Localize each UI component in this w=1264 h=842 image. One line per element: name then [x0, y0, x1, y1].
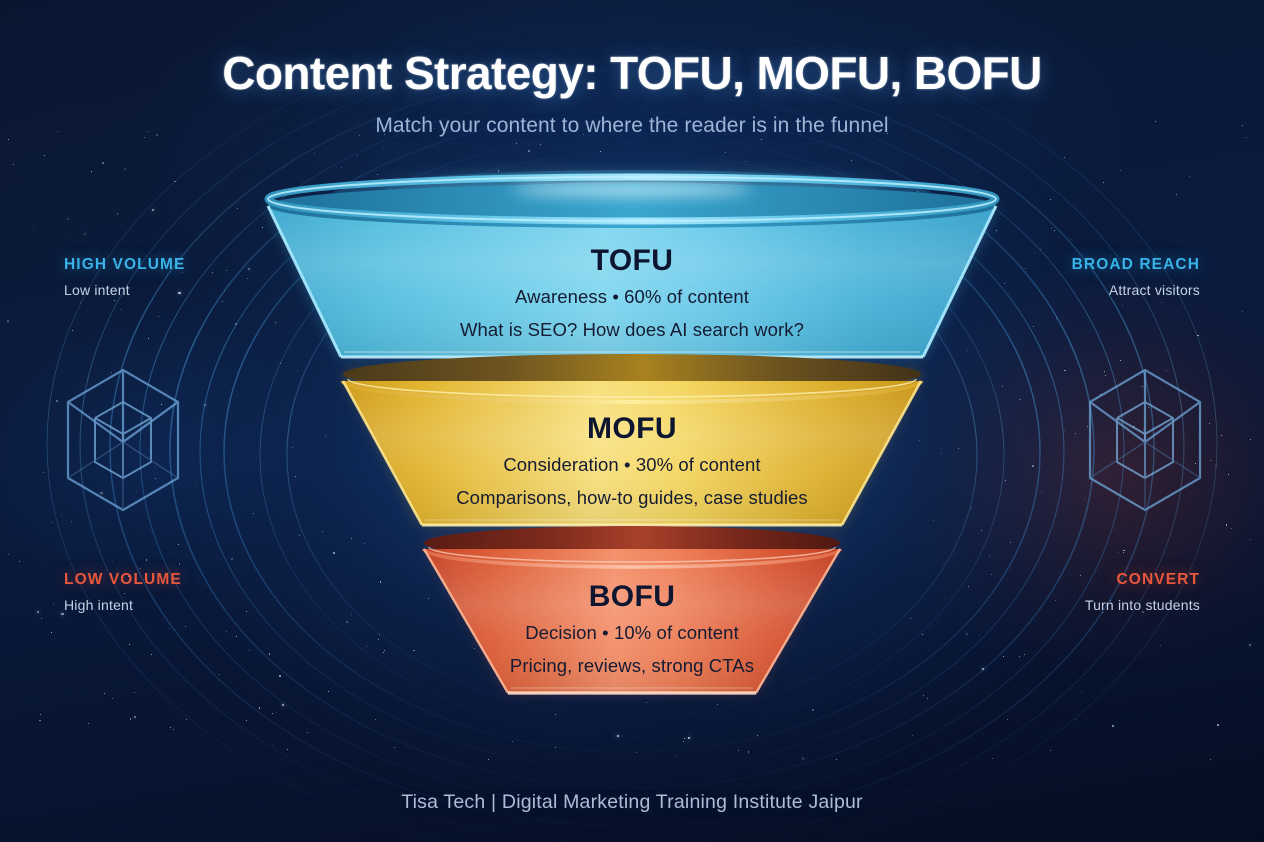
funnel-stage-mofu[interactable]: [341, 354, 923, 527]
annotation-head: HIGH VOLUME: [64, 256, 186, 273]
page-title: Content Strategy: TOFU, MOFU, BOFU: [222, 47, 1042, 99]
annotation-head: LOW VOLUME: [64, 571, 182, 588]
wireframe-cube-icon-left: [66, 368, 180, 512]
funnel-stage-tofu[interactable]: [264, 173, 1000, 359]
annotation-head: BROAD REACH: [1071, 256, 1200, 273]
page-subtitle: Match your content to where the reader i…: [375, 113, 889, 137]
header: Content Strategy: TOFU, MOFU, BOFU Match…: [0, 47, 1264, 138]
funnel-stage-bofu[interactable]: [422, 526, 842, 695]
annotation-high-volume: HIGH VOLUME Low intent: [64, 256, 185, 298]
annotation-low-volume: LOW VOLUME High intent: [64, 571, 182, 613]
annotation-sub: Low intent: [64, 281, 130, 298]
annotation-broad-reach: BROAD REACH Attract visitors: [1072, 256, 1200, 298]
annotation-sub: Turn into students: [1084, 596, 1200, 613]
annotation-head: CONVERT: [1116, 571, 1200, 588]
annotation-convert: CONVERT Turn into students: [1085, 571, 1200, 613]
footer-credit: Tisa Tech | Digital Marketing Training I…: [401, 791, 863, 813]
wireframe-cube-icon-right: [1088, 368, 1202, 512]
annotation-sub: High intent: [64, 596, 134, 613]
annotation-sub: Attract visitors: [1108, 281, 1200, 298]
